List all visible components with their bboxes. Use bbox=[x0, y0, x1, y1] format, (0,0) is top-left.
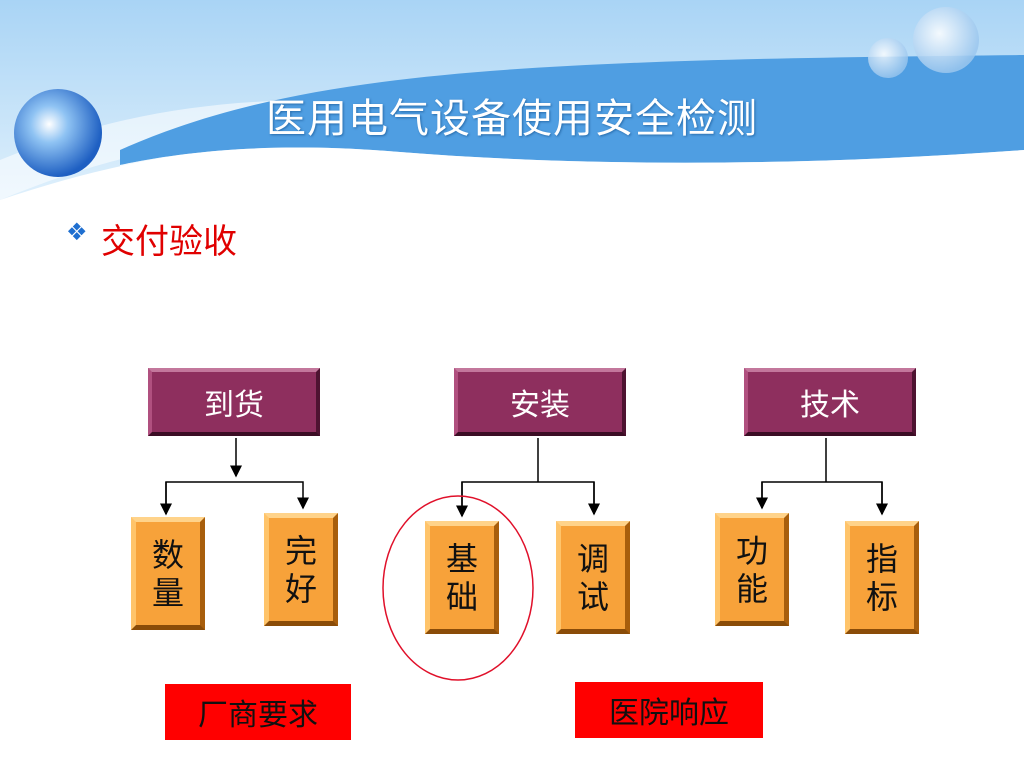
leaf-box-indicators: 指 标 bbox=[845, 521, 919, 634]
leaf-box-quantity: 数 量 bbox=[131, 517, 205, 630]
leaf-label: 完 好 bbox=[284, 531, 317, 608]
slide-title: 医用电气设备使用安全检测 bbox=[266, 96, 758, 142]
leaf-box-foundation: 基 础 bbox=[425, 521, 499, 634]
connector-line bbox=[165, 481, 309, 514]
leaf-label: 调 试 bbox=[576, 539, 609, 616]
head-box-arrival: 到货 bbox=[148, 368, 320, 436]
connector-line bbox=[461, 481, 595, 516]
leaf-box-function: 功 能 bbox=[715, 513, 789, 626]
bullet-diamond-icon: ❖ bbox=[66, 218, 88, 246]
connector-line bbox=[761, 481, 883, 514]
leaf-label: 指 标 bbox=[865, 539, 898, 616]
slide-subtitle: 交付验收 bbox=[101, 222, 237, 262]
header-banner bbox=[0, 0, 1024, 215]
highlight-circle bbox=[382, 495, 534, 681]
head-box-technical: 技术 bbox=[744, 368, 916, 436]
leaf-box-debugging: 调 试 bbox=[556, 521, 630, 634]
note-hospital-response: 医院响应 bbox=[575, 682, 763, 738]
leaf-label: 数 量 bbox=[151, 535, 184, 612]
leaf-label: 功 能 bbox=[735, 531, 768, 608]
leaf-label: 基 础 bbox=[445, 539, 478, 616]
note-vendor-requirements: 厂商要求 bbox=[165, 684, 351, 740]
head-box-installation: 安装 bbox=[454, 368, 626, 436]
leaf-box-intact: 完 好 bbox=[264, 513, 338, 626]
